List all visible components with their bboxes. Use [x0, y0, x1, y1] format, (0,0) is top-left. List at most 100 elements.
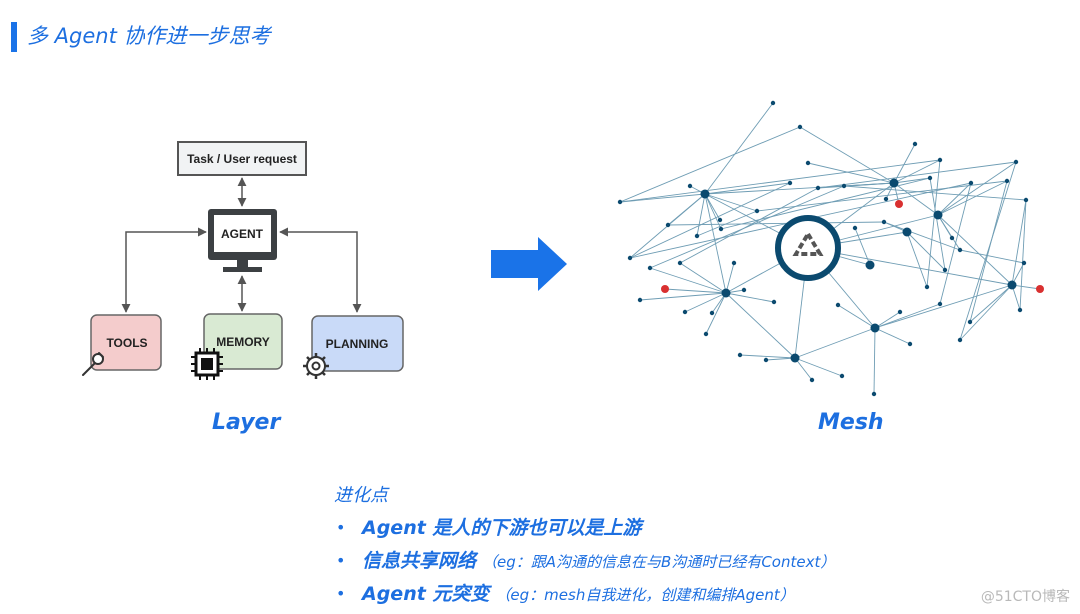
mesh-node: [1013, 159, 1019, 165]
page-title: 多 Agent 协作进一步思考: [27, 24, 271, 48]
mesh-edge: [906, 231, 946, 271]
wrench-icon: [82, 352, 104, 376]
points-heading: 进化点: [334, 485, 388, 506]
mesh-edge: [843, 182, 895, 187]
tools-label: TOOLS: [106, 336, 147, 350]
mesh-node: [687, 183, 693, 189]
planning-label: PLANNING: [326, 337, 389, 351]
mesh-node: [967, 319, 973, 325]
point-main: Agent 元突变: [362, 583, 490, 605]
points-list: •Agent 是人的下游也可以是上游 •信息共享网络（eg：跟A沟通的信息在与B…: [334, 512, 835, 611]
agent-planning-arrow: [279, 227, 362, 313]
mesh-edge: [959, 284, 1013, 341]
mesh-edge: [937, 161, 1017, 216]
mesh-edge: [629, 182, 791, 259]
mesh-node: [957, 247, 963, 253]
mesh-edge: [794, 357, 843, 377]
mesh-edge: [684, 292, 727, 313]
list-item: • Agent 是人的下游也可以是上游: [334, 512, 835, 545]
watermark: @51CTO博客: [980, 589, 1070, 605]
mesh-node: [737, 352, 743, 358]
mesh-edge: [1019, 199, 1027, 311]
title-accent-bar: [11, 22, 17, 52]
mesh-node: [1023, 197, 1029, 203]
mesh-edge: [874, 327, 911, 345]
mesh-node: [709, 310, 715, 316]
mesh-node-highlight: [895, 200, 903, 208]
mesh-node: [835, 302, 841, 308]
mesh-node: [883, 196, 889, 202]
mesh-edge: [667, 221, 885, 226]
tools-box: [90, 314, 162, 371]
mesh-node: [815, 185, 821, 191]
mesh-node: [912, 141, 918, 147]
mesh-edge: [704, 102, 774, 195]
point-main: 信息共享网络: [362, 550, 477, 572]
mesh-edge: [807, 247, 1013, 286]
planning-box: [311, 315, 404, 372]
mesh-node: [957, 337, 963, 343]
mesh-edge: [799, 126, 895, 184]
mesh-hub: [775, 215, 841, 281]
mesh-edge: [725, 292, 775, 303]
bullet-icon: •: [336, 518, 346, 537]
mesh-node: [937, 157, 943, 163]
mesh-node: [937, 301, 943, 307]
mesh-edge: [1011, 284, 1041, 290]
mesh-node: [627, 255, 633, 261]
mesh-edge: [649, 185, 845, 269]
mesh-edge: [959, 249, 1025, 264]
mesh-edge: [794, 327, 876, 359]
mesh-node: [731, 260, 737, 266]
mesh-node: [852, 225, 858, 231]
mesh-node: [717, 217, 723, 223]
mesh-node: [770, 100, 776, 106]
mesh-node-major: [865, 260, 875, 270]
mesh-edge: [619, 193, 706, 203]
mesh-edge: [705, 292, 727, 335]
point-note: （eg：mesh自我进化，创建和编排Agent）: [495, 586, 795, 604]
mesh-node: [718, 226, 724, 232]
mesh-edge: [704, 193, 722, 230]
mesh-node: [763, 357, 769, 363]
mesh-node: [907, 341, 913, 347]
mesh-edge: [649, 267, 727, 294]
mesh-edge: [619, 159, 941, 203]
mesh-edge: [696, 193, 706, 237]
task-request-box: [177, 141, 307, 176]
mesh-edge: [639, 292, 727, 301]
mesh-node: [677, 260, 683, 266]
bullet-icon: •: [336, 584, 346, 603]
mesh-node: [682, 309, 688, 315]
list-item: • Agent 元突变 （eg：mesh自我进化，创建和编排Agent）: [334, 578, 835, 611]
mesh-node: [968, 180, 974, 186]
bullet-icon: •: [336, 551, 346, 570]
mesh-node: [1004, 178, 1010, 184]
mesh-edge: [969, 284, 1013, 323]
list-item: •信息共享网络（eg：跟A沟通的信息在与B沟通时已经有Context）: [334, 545, 835, 578]
mesh-edge: [906, 231, 928, 288]
mesh-node-major: [889, 178, 899, 188]
mesh-edge: [874, 284, 1013, 329]
mesh-node: [924, 284, 930, 290]
mesh-edge: [704, 193, 758, 212]
mesh-node: [949, 235, 955, 241]
mesh-node: [809, 377, 815, 383]
memory-box: [203, 313, 283, 370]
mesh-edge: [679, 187, 819, 264]
mesh-edge: [817, 161, 1017, 189]
mesh-node: [881, 219, 887, 225]
mesh-node: [871, 391, 877, 397]
point-main: Agent 是人的下游也可以是上游: [362, 517, 642, 539]
recycle-logo-icon: [792, 230, 824, 256]
mesh-edge: [837, 304, 876, 329]
mesh-node: [1017, 307, 1023, 313]
mesh-edge: [619, 126, 801, 203]
mesh-edge: [874, 303, 941, 329]
mesh-node-highlight: [661, 285, 669, 293]
mesh-edge: [1011, 199, 1027, 286]
mesh-node-major: [700, 189, 710, 199]
mesh-edge: [704, 182, 791, 195]
mesh-edge: [874, 311, 901, 329]
